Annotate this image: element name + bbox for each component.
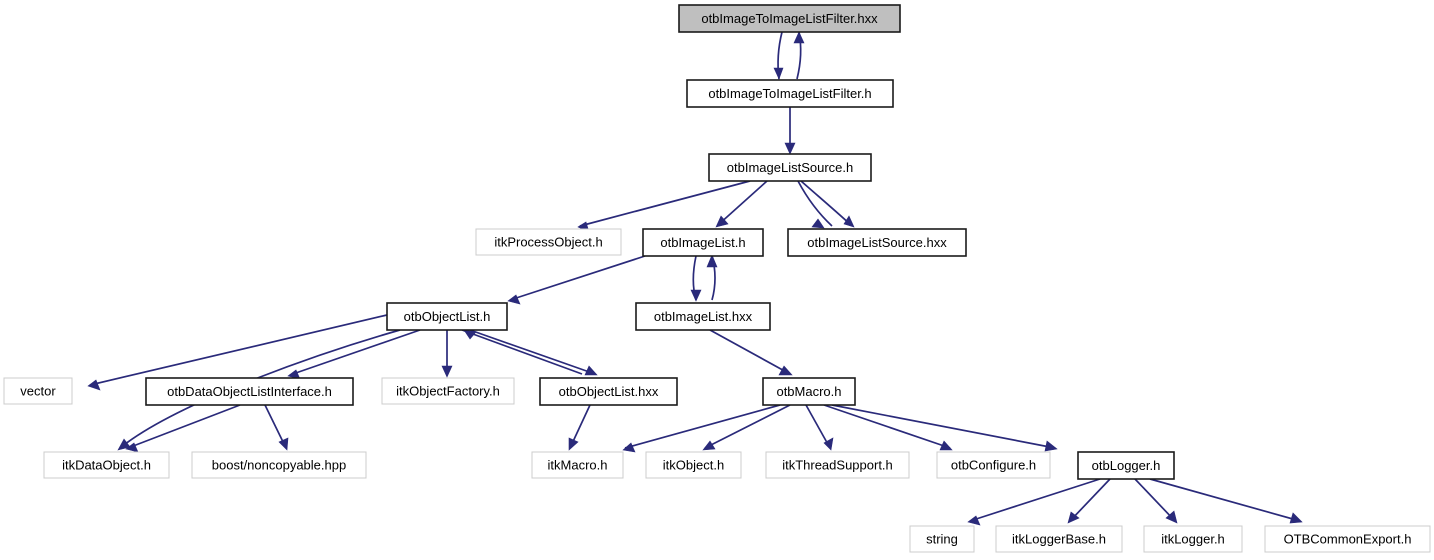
graph-node-n10[interactable]: itkObjectFactory.h (381, 377, 515, 405)
node-box[interactable] (3, 377, 73, 405)
graph-node-n20[interactable]: string (909, 525, 975, 553)
arrowhead-icon-n5-to-n2 (811, 218, 825, 229)
node-box[interactable] (191, 451, 367, 479)
arrowhead-icon-n12-to-n15 (622, 442, 636, 453)
node-box[interactable] (43, 451, 170, 479)
node-box[interactable] (381, 377, 515, 405)
edge-n12-to-n17 (805, 404, 831, 449)
node-box[interactable] (386, 302, 508, 331)
node-box[interactable] (1264, 525, 1431, 553)
graph-node-n4[interactable]: otbImageList.h (642, 228, 764, 257)
node-box[interactable] (762, 377, 856, 406)
node-box[interactable] (642, 228, 764, 257)
arrowhead-icon-n4-to-n6 (507, 294, 521, 305)
node-box[interactable] (145, 377, 354, 406)
arrowhead-icon-n12-to-n19 (1044, 440, 1058, 452)
graph-node-n14[interactable]: boost/noncopyable.hpp (191, 451, 367, 479)
arrowhead-icon-n6-to-n13 (117, 438, 131, 451)
edge-n7-to-n12 (709, 329, 791, 375)
arrowhead-icon-n1-to-n2 (784, 142, 796, 155)
graph-node-n21[interactable]: itkLoggerBase.h (995, 525, 1123, 553)
edge-n6-to-n11 (469, 329, 596, 375)
edge-n6-to-n8 (89, 314, 388, 386)
graph-node-n23[interactable]: OTBCommonExport.h (1264, 525, 1431, 553)
node-box[interactable] (539, 377, 678, 406)
graph-node-n11[interactable]: otbObjectList.hxx (539, 377, 678, 406)
graph-node-n0[interactable]: otbImageToImageListFilter.hxx (678, 4, 901, 33)
arrowhead-icon-n1-to-n0 (793, 31, 805, 44)
node-box[interactable] (678, 4, 901, 33)
graph-node-n22[interactable]: itkLogger.h (1143, 525, 1243, 553)
edge-n6-to-n9 (289, 329, 421, 376)
node-box[interactable] (531, 451, 624, 479)
arrowhead-icon-n12-to-n16 (702, 440, 716, 451)
arrowhead-icon-n7-to-n4 (706, 254, 718, 268)
edge-n19-to-n20 (969, 478, 1101, 522)
node-box[interactable] (635, 302, 771, 331)
arrowhead-icon-n7-to-n12 (778, 365, 793, 376)
edge-n9-to-n13 (127, 404, 241, 449)
edge-n19-to-n23 (1149, 478, 1301, 522)
graph-node-n8[interactable]: vector (3, 377, 73, 405)
graph-node-n3[interactable]: itkProcessObject.h (475, 228, 622, 256)
graph-node-n12[interactable]: otbMacro.h (762, 377, 856, 406)
arrowhead-icon-n9-to-n14 (278, 437, 289, 451)
edge-n2-to-n5 (800, 180, 853, 227)
node-box[interactable] (708, 153, 872, 182)
graph-node-n5[interactable]: otbImageListSource.hxx (787, 228, 967, 257)
arrowhead-icon-n2-to-n5 (843, 215, 855, 228)
node-box[interactable] (475, 228, 622, 256)
node-box[interactable] (1143, 525, 1243, 553)
edge-n2-to-n4 (717, 180, 768, 226)
arrowhead-icon-n19-to-n21 (1067, 511, 1080, 524)
node-layer: otbImageToImageListFilter.hxx otbImageToI… (3, 4, 1431, 553)
arrowhead-icon-n2-to-n4 (715, 215, 729, 228)
graph-node-n6[interactable]: otbObjectList.h (386, 302, 508, 331)
arrowhead-icon-n6-to-n11 (584, 365, 598, 376)
node-box[interactable] (765, 451, 910, 479)
edge-layer (87, 31, 1303, 526)
node-box[interactable] (1077, 451, 1175, 480)
node-box[interactable] (686, 79, 894, 108)
graph-node-n1[interactable]: otbImageToImageListFilter.h (686, 79, 894, 108)
graph-node-n9[interactable]: otbDataObjectListInterface.h (145, 377, 354, 406)
edge-n5-to-n2 (797, 180, 833, 227)
arrowhead-icon-n19-to-n20 (967, 515, 981, 526)
node-box[interactable] (645, 451, 742, 479)
edge-n12-to-n19 (831, 404, 1056, 449)
graph-node-n17[interactable]: itkThreadSupport.h (765, 451, 910, 479)
node-box[interactable] (995, 525, 1123, 553)
arrowhead-icon-n9-to-n13 (125, 442, 139, 453)
edge-n4-to-n6 (509, 255, 646, 301)
arrowhead-icon-n6-to-n10 (441, 365, 453, 378)
edge-n19-to-n22 (1134, 478, 1176, 522)
node-box[interactable] (936, 451, 1051, 479)
graph-node-n7[interactable]: otbImageList.hxx (635, 302, 771, 331)
edge-n11-to-n6 (461, 329, 583, 375)
graph-node-n18[interactable]: otbConfigure.h (936, 451, 1051, 479)
arrowhead-icon-n11-to-n6 (463, 329, 477, 340)
arrowhead-icon-n4-to-n7 (690, 289, 702, 302)
arrowhead-icon-n12-to-n18 (939, 440, 953, 451)
arrowhead-icon-n11-to-n15 (568, 437, 579, 451)
arrowhead-icon-n12-to-n17 (823, 437, 834, 451)
edge-n12-to-n16 (704, 404, 791, 449)
graph-node-n15[interactable]: itkMacro.h (531, 451, 624, 479)
graph-node-n2[interactable]: otbImageListSource.h (708, 153, 872, 182)
arrowhead-icon-n0-to-n1 (773, 67, 784, 80)
edge-n12-to-n15 (624, 404, 781, 449)
edge-n2-to-n3 (579, 180, 751, 227)
node-box[interactable] (909, 525, 975, 553)
edge-n19-to-n21 (1069, 478, 1111, 522)
arrowhead-icon-n19-to-n23 (1289, 512, 1303, 524)
graph-node-n13[interactable]: itkDataObject.h (43, 451, 170, 479)
edge-n12-to-n18 (823, 404, 951, 449)
arrowhead-icon-n6-to-n8 (87, 379, 101, 391)
arrowhead-icon-n19-to-n22 (1165, 510, 1178, 524)
graph-node-n19[interactable]: otbLogger.h (1077, 451, 1175, 480)
node-box[interactable] (787, 228, 967, 257)
graph-node-n16[interactable]: itkObject.h (645, 451, 742, 479)
